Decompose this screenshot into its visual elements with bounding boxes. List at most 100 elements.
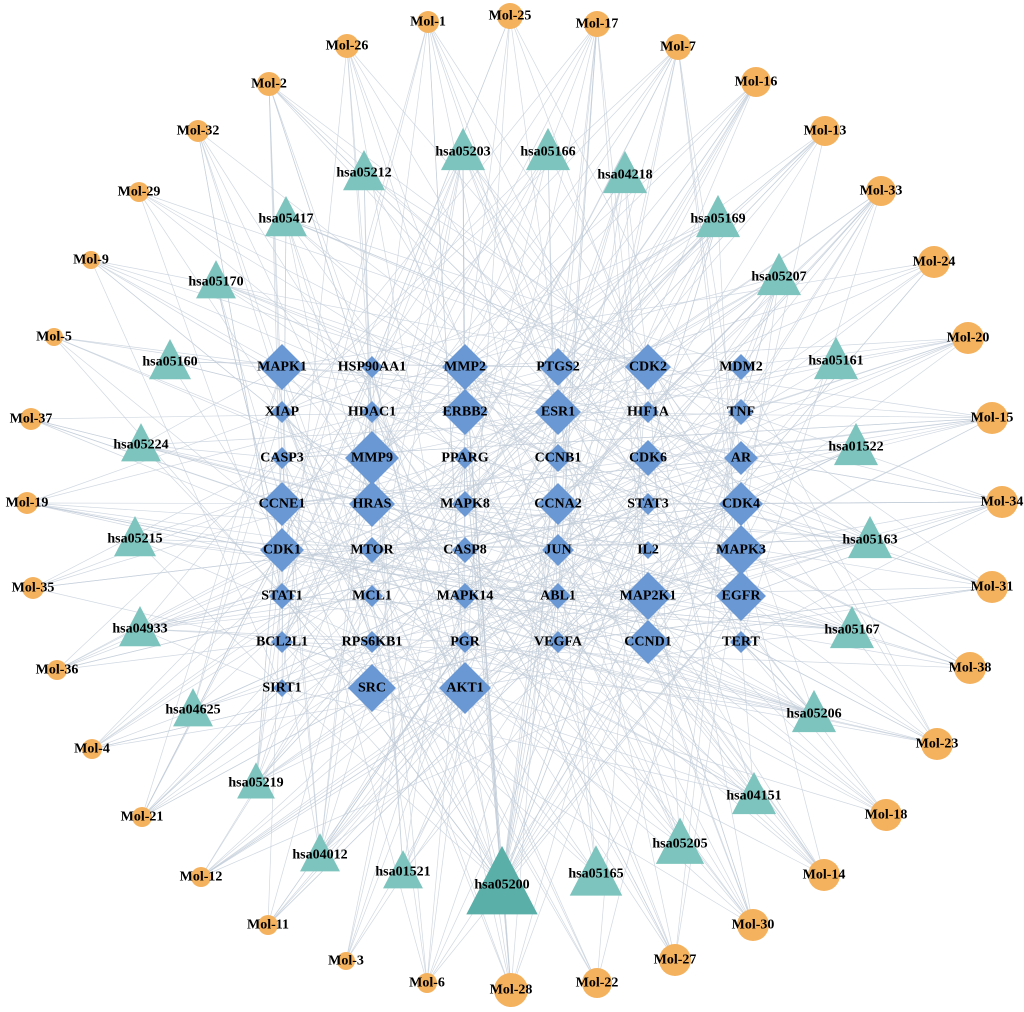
edge-target-pathway <box>501 411 559 886</box>
molecule-label-Mol-11: Mol-11 <box>247 918 289 933</box>
edge-target-pathway <box>647 360 837 597</box>
molecule-label-Mol-30: Mol-30 <box>732 918 775 933</box>
target-node-JUN <box>542 534 574 566</box>
pathway-label-hsa05215: hsa05215 <box>107 532 162 547</box>
edge-molecule-target <box>345 366 742 962</box>
edge-molecule-target <box>647 501 1003 505</box>
edge-target-pathway <box>740 276 780 413</box>
molecule-node-Mol-13 <box>810 116 840 146</box>
edge-molecule-target <box>197 130 466 551</box>
molecule-label-Mol-38: Mol-38 <box>949 661 992 676</box>
edge-target-pathway <box>281 411 503 886</box>
molecule-node-Mol-32 <box>187 120 209 142</box>
molecule-node-Mol-14 <box>808 859 840 891</box>
edge-molecule-target <box>371 595 428 984</box>
edge-target-pathway <box>281 641 815 715</box>
edge-molecule-target <box>281 457 428 984</box>
molecule-node-Mol-18 <box>870 799 902 831</box>
edge-molecule-target <box>346 45 559 597</box>
target-node-IL2 <box>639 541 657 559</box>
pathway-label-hsa05161: hsa05161 <box>808 354 863 369</box>
edge-target-pathway <box>595 595 742 875</box>
pathway-label-hsa05224: hsa05224 <box>113 438 168 453</box>
edge-molecule-target <box>281 549 971 669</box>
edge-target-pathway <box>285 218 742 413</box>
molecule-node-Mol-20 <box>952 322 984 354</box>
edge-molecule-target <box>53 336 283 597</box>
edge-target-pathway <box>557 411 853 631</box>
edge-target-pathway <box>140 444 742 597</box>
molecule-label-Mol-9: Mol-9 <box>73 253 109 268</box>
edge-target-pathway <box>464 641 755 797</box>
pathway-label-hsa05219: hsa05219 <box>228 776 283 791</box>
edge-target-pathway <box>371 457 815 715</box>
edge-molecule-target <box>647 190 882 551</box>
pathway-label-hsa04218: hsa04218 <box>597 168 652 183</box>
edge-molecule-target <box>464 503 887 816</box>
target-label-TNF: TNF <box>727 405 755 420</box>
edge-target-pathway <box>281 151 464 505</box>
edge-target-pathway <box>281 595 503 886</box>
target-label-CCNE1: CCNE1 <box>259 497 306 512</box>
edge-target-pathway <box>134 538 559 597</box>
target-label-EGFR: EGFR <box>722 589 762 604</box>
target-label-ERBB2: ERBB2 <box>442 405 487 420</box>
edge-target-pathway <box>139 595 373 630</box>
edge-target-pathway <box>371 549 815 715</box>
edge-target-pathway <box>464 366 597 875</box>
edge-target-pathway <box>134 538 649 597</box>
edge-molecule-target <box>464 457 676 961</box>
edge-target-pathway <box>557 595 681 845</box>
target-label-CDK4: CDK4 <box>722 497 760 512</box>
target-label-MAPK14: MAPK14 <box>437 589 494 604</box>
edge-target-pathway <box>557 549 755 797</box>
target-label-CCNA2: CCNA2 <box>534 497 581 512</box>
edge-molecule-target <box>740 457 1003 503</box>
target-node-STAT3 <box>637 493 659 515</box>
molecule-label-Mol-17: Mol-17 <box>576 17 619 32</box>
edge-target-pathway <box>557 539 871 597</box>
molecule-label-Mol-29: Mol-29 <box>118 185 161 200</box>
edge-target-pathway <box>501 641 559 886</box>
edge-target-pathway <box>464 174 626 413</box>
molecule-label-Mol-2: Mol-2 <box>251 77 287 92</box>
edge-target-pathway <box>255 595 283 784</box>
edge-target-pathway <box>501 549 559 886</box>
molecule-node-Mol-36 <box>47 660 67 680</box>
target-label-ABL1: ABL1 <box>540 589 576 604</box>
edge-target-pathway <box>501 595 559 886</box>
pathway-node-hsa05219 <box>237 762 275 799</box>
edge-target-pathway <box>557 174 626 413</box>
edge-target-pathway <box>679 366 742 845</box>
edge-molecule-target <box>647 190 882 413</box>
edge-molecule-target <box>141 595 373 818</box>
edge-target-pathway <box>134 538 283 689</box>
edge-target-pathway <box>371 151 464 689</box>
edge-target-pathway <box>281 446 857 689</box>
edge-molecule-target <box>464 190 882 643</box>
target-node-CCNE1 <box>260 482 304 526</box>
edge-molecule-target <box>200 595 649 878</box>
edge-molecule-target <box>346 45 649 551</box>
edge-molecule-target <box>426 595 742 984</box>
pathway-label-hsa04012: hsa04012 <box>292 848 347 863</box>
edge-molecule-target <box>200 641 559 878</box>
pathway-node-hsa05163 <box>847 515 893 559</box>
edge-molecule-target <box>345 366 466 962</box>
pathway-label-hsa05163: hsa05163 <box>842 533 897 548</box>
edge-molecule-target <box>371 46 679 368</box>
edge-molecule-target <box>740 366 938 745</box>
target-label-STAT1: STAT1 <box>261 589 303 604</box>
edge-molecule-target <box>281 417 993 459</box>
edge-target-pathway <box>281 641 755 797</box>
edge-molecule-target <box>427 21 559 413</box>
pathway-node-hsa05212 <box>343 150 385 191</box>
target-node-PTGS2 <box>539 348 577 386</box>
target-label-AR: AR <box>731 451 752 466</box>
edge-molecule-target <box>141 549 283 818</box>
target-node-MAPK3 <box>716 525 766 575</box>
edge-target-pathway <box>740 360 837 551</box>
edge-molecule-target <box>90 259 283 368</box>
pathway-node-hsa05166 <box>525 127 571 171</box>
molecule-node-Mol-7 <box>665 34 691 60</box>
